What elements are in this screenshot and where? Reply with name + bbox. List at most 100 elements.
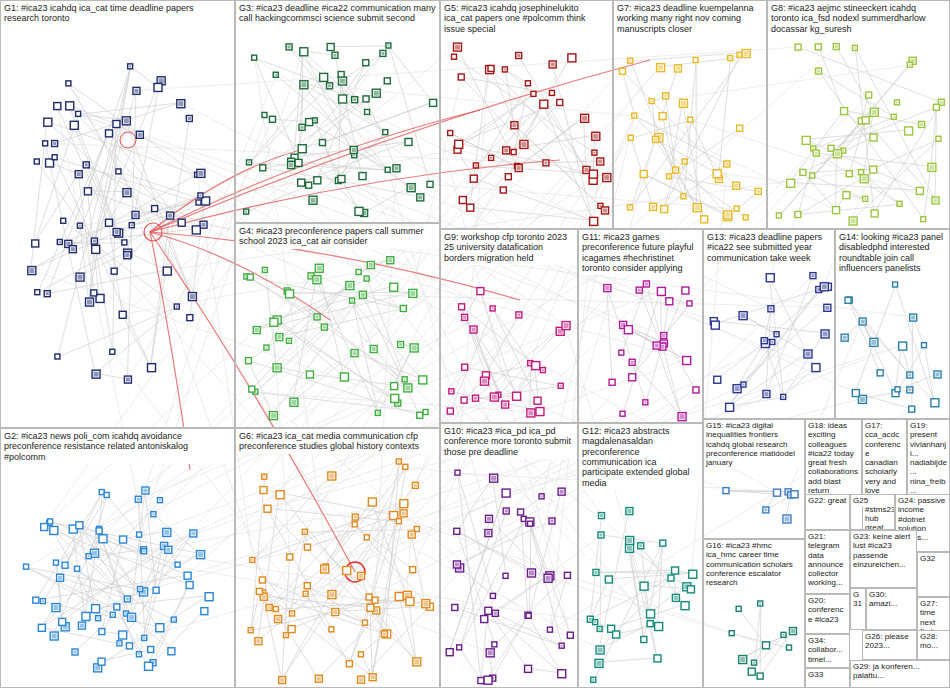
edge-line — [27, 567, 127, 614]
vertex-icon — [531, 91, 536, 96]
edge-line — [316, 279, 378, 414]
vertex-icon — [511, 122, 518, 129]
edge-line — [89, 495, 107, 556]
vertex-icon — [453, 43, 461, 51]
vertex-fill — [95, 665, 100, 670]
vertex-icon — [339, 95, 347, 103]
vertex-icon — [298, 145, 306, 153]
edge-line — [816, 153, 900, 204]
vertex-icon — [38, 624, 45, 631]
vertex-icon — [640, 171, 647, 178]
vertex-fill — [517, 166, 521, 170]
vertex-icon — [657, 287, 665, 295]
vertex-icon — [205, 593, 213, 601]
vertex-icon — [591, 677, 596, 682]
vertex-icon — [250, 557, 255, 562]
vertex-icon — [163, 267, 171, 275]
edge-line — [924, 166, 931, 219]
vertex-icon — [628, 58, 633, 63]
vertex-icon — [859, 170, 864, 175]
vertex-icon — [845, 297, 851, 303]
vertex-icon — [249, 386, 255, 392]
vertex-icon — [934, 371, 941, 378]
vertex-icon — [488, 65, 494, 71]
vertex-fill — [504, 148, 508, 152]
vertex-icon — [32, 240, 39, 247]
vertex-fill — [644, 401, 646, 403]
vertex-fill — [423, 601, 428, 606]
edge-line — [635, 116, 727, 214]
group-box: G9: workshop cfp toronto 2023 25 univers… — [440, 229, 578, 423]
edge-line — [696, 61, 697, 207]
vertex-icon — [689, 570, 697, 578]
edge-line — [521, 512, 528, 615]
vertex-icon — [804, 350, 812, 358]
edge-line — [36, 575, 187, 600]
vertex-fill — [289, 163, 293, 167]
vertex-fill — [322, 567, 327, 572]
vertex-fill — [305, 593, 307, 595]
vertex-icon — [559, 643, 564, 648]
vertex-icon — [113, 121, 120, 128]
edge-line — [924, 346, 933, 402]
edge-line — [717, 343, 765, 380]
vertex-fill — [256, 639, 260, 643]
edge-line — [119, 172, 205, 200]
vertex-icon — [795, 211, 801, 217]
vertex-icon — [412, 482, 418, 488]
edge-line — [736, 307, 827, 387]
group-label: G13: #ica23 deadline papers #ica22 see s… — [704, 230, 834, 265]
vertex-fill — [805, 351, 810, 356]
vertex-icon — [458, 74, 464, 80]
vertex-fill — [152, 513, 154, 515]
group-label: G16: #ica23 #hmc ica_hmc career time com… — [704, 540, 804, 588]
vertex-icon — [515, 165, 522, 172]
edge-line — [372, 513, 403, 677]
vertex-fill — [474, 397, 477, 400]
edge-line — [662, 116, 676, 170]
edge-line — [41, 627, 129, 646]
vertex-icon — [304, 583, 310, 589]
vertex-fill — [729, 57, 731, 59]
vertex-icon — [605, 576, 612, 583]
vertex-icon — [410, 344, 418, 352]
vertex-fill — [85, 163, 88, 166]
vertex-icon — [478, 678, 484, 684]
vertex-icon — [136, 131, 143, 138]
edge-line — [530, 524, 531, 572]
group-box: G28: mo... — [917, 630, 950, 660]
vertex-icon — [599, 513, 605, 519]
vertex-icon — [743, 215, 748, 220]
vertex-icon — [672, 567, 679, 574]
vertex-fill — [263, 476, 265, 478]
vertex-icon — [111, 268, 117, 274]
vertex-icon — [757, 673, 763, 679]
vertex-icon — [138, 587, 143, 592]
vertex-fill — [929, 165, 934, 170]
edge-line — [330, 46, 389, 48]
vertex-fill — [402, 511, 406, 515]
vertex-icon — [98, 658, 105, 665]
vertex-fill — [129, 65, 131, 67]
vertex-icon — [525, 612, 531, 618]
vertex-fill — [366, 278, 368, 280]
vertex-fill — [627, 509, 631, 513]
edge-line — [623, 324, 664, 343]
vertex-icon — [76, 111, 81, 116]
vertex-fill — [936, 372, 940, 376]
vertex-icon — [402, 377, 407, 382]
vertex-fill — [359, 574, 363, 578]
edge-line — [739, 609, 765, 644]
vertex-fill — [681, 101, 686, 106]
vertex-icon — [76, 273, 84, 281]
edge-line — [629, 547, 686, 585]
edge-line — [487, 615, 528, 679]
vertex-fill — [835, 45, 838, 48]
vertex-icon — [786, 645, 791, 650]
group-label: G22: great — [806, 495, 849, 506]
vertex-icon — [84, 188, 91, 195]
vertex-icon — [123, 189, 131, 197]
vertex-icon — [589, 170, 597, 178]
vertex-fill — [842, 150, 844, 152]
vertex-icon — [860, 175, 868, 183]
